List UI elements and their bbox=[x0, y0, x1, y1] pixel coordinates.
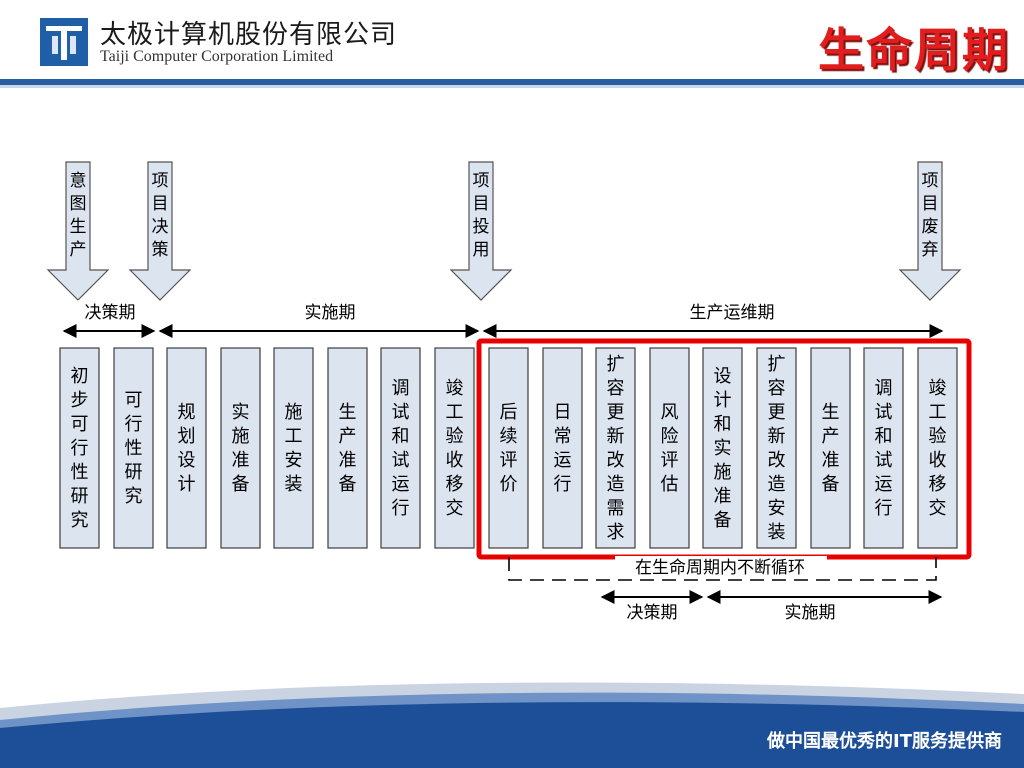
cycle-phase-decision: 决策期 bbox=[627, 603, 678, 623]
page-title: 生命周期 bbox=[818, 23, 1010, 77]
stage-box: 生产准备 bbox=[327, 347, 368, 549]
stage-box: 生产准备 bbox=[810, 347, 851, 549]
stage-box: 实施准备 bbox=[220, 347, 261, 549]
stage-box: 后续评价 bbox=[488, 347, 529, 549]
stage-label: 调试和试运行 bbox=[875, 378, 893, 519]
milestone-label: 意图生产 bbox=[70, 171, 87, 260]
stage-label: 扩容更新改造需求 bbox=[607, 354, 625, 543]
cycle-loop: 在生命周期内不断循环 决策期 实施期 bbox=[508, 556, 943, 623]
cycle-label: 在生命周期内不断循环 bbox=[635, 558, 805, 578]
stage-box: 调试和试运行 bbox=[863, 347, 904, 549]
stage-box: 日常运行 bbox=[542, 347, 583, 549]
stage-label: 竣工验收移交 bbox=[446, 378, 464, 519]
stage-box: 设计和实施准备 bbox=[702, 347, 743, 549]
phase-label-implementation: 实施期 bbox=[305, 303, 356, 323]
stage-boxes: 初步可行性研究 可行性研究 规划设计 实施准备 施工安装 生产准备 调试和试运行 竣工验收移交… bbox=[59, 347, 958, 549]
stage-box: 规划设计 bbox=[166, 347, 207, 549]
stage-box: 可行性研究 bbox=[113, 347, 154, 549]
footer-band bbox=[0, 682, 1024, 768]
stage-label: 扩容更新改造安装 bbox=[768, 354, 786, 543]
header-divider-light bbox=[0, 85, 1024, 88]
stage-label: 生产准备 bbox=[822, 402, 840, 495]
stage-box: 调试和试运行 bbox=[380, 347, 421, 549]
milestone-label: 项目废弃 bbox=[922, 171, 939, 260]
stage-label: 后续评价 bbox=[500, 402, 518, 495]
stage-label: 日常运行 bbox=[554, 402, 572, 495]
milestone-1: 意图生产 bbox=[46, 161, 110, 301]
milestone-arrow-icon bbox=[898, 161, 962, 301]
stage-label: 可行性研究 bbox=[125, 390, 143, 507]
logo-mark-icon bbox=[40, 18, 88, 66]
milestone-3: 项目投用 bbox=[449, 161, 513, 301]
footer-slogan: 做中国最优秀的IT服务提供商 bbox=[767, 731, 1002, 752]
milestone-arrows: 意图生产 项目决策 项目投用 项目废弃 bbox=[46, 161, 962, 301]
milestone-4: 项目废弃 bbox=[898, 161, 962, 301]
stage-box: 扩容更新改造安装 bbox=[756, 347, 797, 549]
milestone-label: 项目投用 bbox=[473, 171, 490, 260]
milestone-label: 项目决策 bbox=[152, 171, 169, 260]
stage-label: 规划设计 bbox=[178, 402, 196, 495]
stage-box: 竣工验收移交 bbox=[434, 347, 475, 549]
stage-box: 扩容更新改造需求 bbox=[595, 347, 636, 549]
milestone-arrow-icon bbox=[449, 161, 513, 301]
header-bar: 太极计算机股份有限公司 Taiji Computer Corporation L… bbox=[0, 0, 1024, 80]
phase-timeline: 决策期 实施期 生产运维期 bbox=[62, 300, 944, 338]
stage-box: 施工安装 bbox=[273, 347, 314, 549]
phase-label-decision: 决策期 bbox=[85, 303, 136, 323]
stage-label: 调试和试运行 bbox=[392, 378, 410, 519]
header-divider bbox=[0, 79, 1024, 85]
cycle-dashed-line bbox=[508, 557, 937, 581]
company-name-cn: 太极计算机股份有限公司 bbox=[100, 20, 398, 50]
phase-label-operation: 生产运维期 bbox=[690, 303, 775, 323]
stage-label: 初步可行性研究 bbox=[71, 366, 89, 531]
stage-label: 设计和实施准备 bbox=[714, 366, 732, 531]
stage-label: 生产准备 bbox=[339, 402, 357, 495]
stage-label: 施工安装 bbox=[285, 402, 303, 495]
stage-box: 初步可行性研究 bbox=[59, 347, 100, 549]
cycle-phase-implementation: 实施期 bbox=[785, 603, 836, 623]
stage-box: 风险评估 bbox=[649, 347, 690, 549]
company-logo bbox=[40, 18, 88, 66]
stage-label: 竣工验收移交 bbox=[929, 378, 947, 519]
company-name-en: Taiji Computer Corporation Limited bbox=[100, 48, 334, 65]
milestone-arrow-icon bbox=[128, 161, 192, 301]
stage-label: 实施准备 bbox=[232, 402, 250, 495]
milestone-2: 项目决策 bbox=[128, 161, 192, 301]
stage-box: 竣工验收移交 bbox=[917, 347, 958, 549]
stage-label: 风险评估 bbox=[661, 402, 679, 495]
milestone-arrow-icon bbox=[46, 161, 110, 301]
